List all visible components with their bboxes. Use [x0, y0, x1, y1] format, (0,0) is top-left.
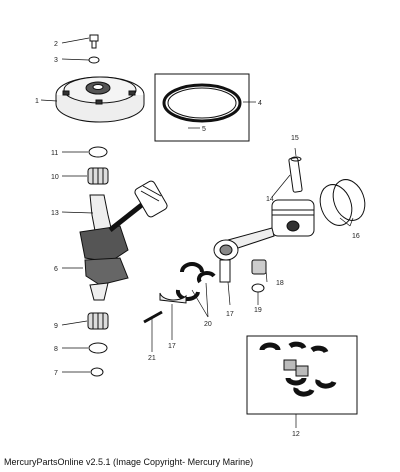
callout-13: 13 — [51, 210, 59, 217]
wrist-pin-bearing — [251, 259, 267, 275]
callout-19: 19 — [254, 307, 262, 314]
rod-cap — [159, 292, 187, 304]
callout-8: 8 — [54, 346, 58, 353]
flywheel-washer — [88, 56, 100, 64]
piston-and-rod-assembly — [108, 180, 168, 232]
flywheel — [55, 76, 145, 123]
ring-gear — [162, 83, 242, 123]
rod-bolt — [143, 310, 163, 324]
callout-16: 16 — [352, 233, 360, 240]
lower-bearing-race — [88, 342, 108, 354]
thrust-washer — [251, 283, 265, 293]
upper-bearing — [87, 167, 109, 185]
callout-14: 14 — [266, 196, 274, 203]
callout-labels: 2 3 1 4 5 11 10 13 6 9 8 7 15 14 16 17 1… — [35, 41, 360, 438]
callout-2: 2 — [54, 41, 58, 48]
callout-7: 7 — [54, 370, 58, 377]
callout-17: 17 — [226, 311, 234, 318]
callout-18: 18 — [276, 280, 284, 287]
piston-pin — [288, 157, 303, 193]
callout-9: 9 — [54, 323, 58, 330]
crankshaft — [79, 194, 129, 301]
callout-leaders — [40, 37, 354, 428]
piston-pin-clip — [290, 156, 302, 162]
callout-12: 12 — [292, 431, 300, 438]
ring-gear-box — [154, 73, 250, 142]
callout-17-rod-cap: 17 — [168, 343, 176, 350]
lower-bearing — [87, 312, 109, 330]
callout-5: 5 — [202, 126, 206, 133]
crankshaft-seal — [90, 367, 104, 377]
callout-11: 11 — [51, 150, 58, 157]
callout-15: 15 — [291, 135, 299, 142]
connecting-rod — [213, 227, 275, 283]
callout-1: 1 — [35, 98, 39, 105]
upper-bearing-race — [88, 146, 108, 158]
callout-21: 21 — [148, 355, 156, 362]
rod-bearing-halves — [175, 262, 216, 301]
piston — [271, 199, 315, 237]
bearing-kit — [259, 341, 337, 397]
flywheel-bolt — [89, 34, 99, 49]
callout-3: 3 — [54, 57, 58, 64]
callout-10: 10 — [51, 174, 59, 181]
callout-6: 6 — [54, 266, 58, 273]
bearing-kit-box — [246, 335, 358, 415]
callout-20: 20 — [204, 321, 212, 328]
image-caption: MercuryPartsOnline v2.5.1 (Image Copyrig… — [4, 457, 254, 467]
callout-4: 4 — [258, 100, 262, 107]
piston-rings — [319, 179, 366, 226]
